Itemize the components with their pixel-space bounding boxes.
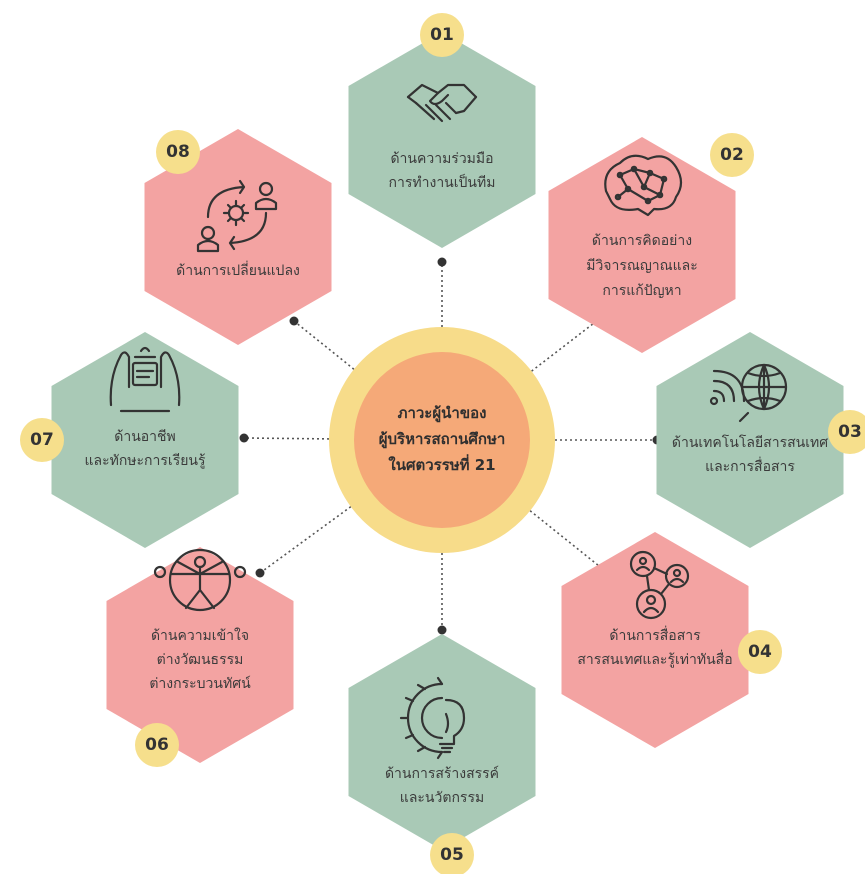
hexagon-shape	[348, 32, 536, 248]
change-cycle-icon	[196, 179, 278, 253]
hex-label-line: ด้านการเปลี่ยนแปลง	[176, 261, 300, 279]
hex-label-line: ด้านการคิดอย่าง	[592, 233, 692, 249]
number-badge: 06	[135, 723, 179, 767]
number-badge: 05	[430, 833, 474, 874]
hex-label-line: ต่างวัฒนธรรม	[157, 652, 244, 668]
center-title-line-2: ผู้บริหารสถานศึกษา	[379, 430, 506, 449]
badge-circle	[430, 833, 474, 874]
number-badge: 07	[20, 418, 64, 462]
vitruvian-man-icon	[153, 548, 247, 612]
badge-number: 07	[30, 430, 54, 450]
connector-dot	[437, 257, 447, 267]
badge-number: 02	[720, 145, 744, 165]
hex-label-line: ด้านเทคโนโลยีสารสนเทศ	[672, 434, 828, 451]
connector-dot	[289, 316, 299, 326]
hex-label-line: การแก้ปัญหา	[602, 283, 681, 299]
hexagon-shape	[51, 332, 239, 548]
hexagon-shape	[656, 332, 844, 548]
hex-label-line: การทำงานเป็นทีม	[389, 173, 496, 191]
hex-label-line: สารสนเทศและรู้เท่าทันสื่อ	[577, 650, 732, 668]
badge-circle	[738, 630, 782, 674]
badge-circle	[135, 723, 179, 767]
number-badge: 01	[420, 13, 464, 57]
hexagon-shape	[144, 129, 332, 345]
badge-number: 01	[430, 25, 454, 45]
hex-node-05: ด้านการสร้างสรรค์และนวัตกรรม 05	[348, 634, 536, 874]
hexagon-shape	[561, 532, 749, 748]
hex-node-08: ด้านการเปลี่ยนแปลง 08	[144, 129, 332, 345]
hex-label-line: มีวิจารณญาณและ	[586, 258, 698, 274]
connector-dot	[437, 625, 447, 635]
badge-circle	[710, 133, 754, 177]
hex-label-line: และการสื่อสาร	[705, 457, 795, 475]
wifi-globe-icon	[709, 363, 788, 423]
center-title-line-1: ภาวะผู้นำของ	[398, 404, 487, 423]
connector-line	[293, 320, 355, 370]
center-title-line-3: ในศตวรรษที่ 21	[388, 454, 495, 474]
number-badge: 03	[828, 410, 865, 454]
hexagon-shape	[348, 634, 536, 850]
badge-number: 04	[748, 642, 772, 662]
hexagon-shape	[548, 137, 736, 353]
center-circle: ภาวะผู้นำของ ผู้บริหารสถานศึกษา ในศตวรรษ…	[329, 327, 555, 553]
badge-number: 05	[440, 845, 464, 865]
connector-line	[529, 510, 605, 571]
badge-number: 08	[166, 142, 190, 162]
handshake-icon	[406, 83, 478, 123]
badge-circle	[828, 410, 865, 454]
hands-skills-icon	[109, 346, 181, 413]
hex-label-line: ต่างกระบวนทัศน์	[149, 675, 251, 692]
hex-label-line: ด้านการสื่อสาร	[609, 626, 701, 644]
badge-number: 06	[145, 735, 169, 755]
badge-circle	[420, 13, 464, 57]
hex-label-line: ด้านอาชีพ	[114, 429, 176, 445]
brain-network-icon	[604, 154, 683, 217]
hexagon-shape	[106, 547, 294, 763]
badge-circle	[20, 418, 64, 462]
connector-line	[259, 506, 352, 574]
gear-bulb-icon	[399, 676, 466, 760]
hex-node-02: ด้านการคิดอย่างมีวิจารณญาณและการแก้ปัญหา…	[548, 133, 754, 353]
number-badge: 04	[738, 630, 782, 674]
connector-line	[243, 437, 330, 440]
number-badge: 02	[710, 133, 754, 177]
hex-label-line: ด้านความเข้าใจ	[151, 627, 249, 644]
hex-label-line: ด้านความร่วมมือ	[390, 151, 493, 167]
center-inner-circle	[354, 352, 530, 528]
badge-number: 03	[838, 422, 862, 442]
hex-label-line: และทักษะการเรียนรู้	[84, 453, 206, 469]
connector-line	[531, 319, 599, 372]
hex-label-line: ด้านการสร้างสรรค์	[385, 765, 499, 782]
badge-circle	[156, 130, 200, 174]
hex-label-line: และนวัตกรรม	[400, 790, 484, 806]
number-badge: 08	[156, 130, 200, 174]
connector-dot	[239, 433, 249, 443]
network-people-icon	[629, 550, 690, 620]
hex-node-06: ด้านความเข้าใจต่างวัฒนธรรมต่างกระบวนทัศน…	[106, 547, 294, 767]
connector-dot	[255, 568, 265, 578]
